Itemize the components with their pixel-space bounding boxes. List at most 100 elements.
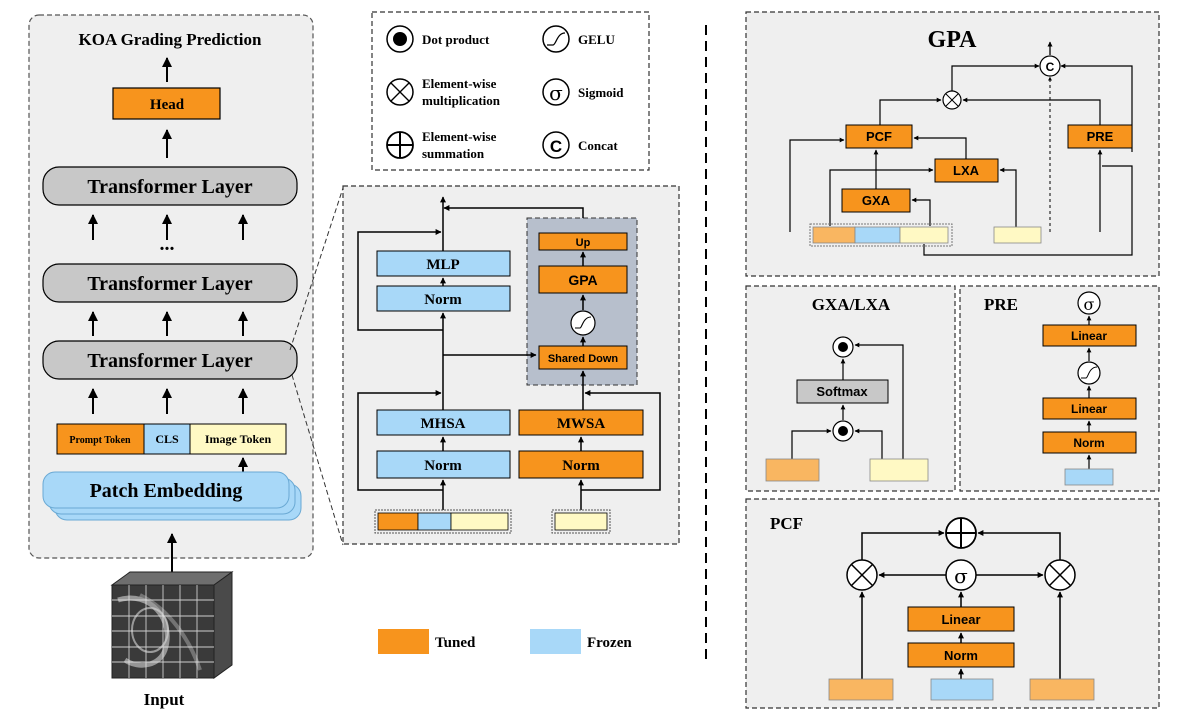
cls-box	[143, 423, 191, 455]
pre-sigmoid-symbol: σ	[1084, 295, 1095, 314]
pre-input-cls	[1064, 468, 1114, 486]
norm-top-box	[376, 285, 511, 312]
gxa-lxa-panel: GXA/LXA Softmax	[745, 285, 956, 492]
gpa-concat-symbol: C	[1046, 60, 1055, 74]
up-label: Up	[576, 237, 591, 249]
legend-gelu: GELU	[578, 32, 615, 47]
legend-mult-line1: Element-wise	[422, 76, 497, 91]
sigmoid-icon	[542, 78, 570, 106]
prediction-title: KOA Grading Prediction	[79, 30, 262, 49]
image-token-label: Image Token	[205, 432, 272, 446]
legend-frame	[371, 11, 650, 171]
legend-sigmoid: Sigmoid	[578, 85, 624, 100]
gpa-pre-box	[1067, 124, 1133, 149]
head-box	[112, 87, 221, 120]
norm-right-label: Norm	[562, 458, 600, 474]
gpa-title: GPA	[928, 27, 978, 53]
image-token-box	[189, 423, 287, 455]
frozen-swatch	[530, 629, 581, 654]
adapter-up-to-output	[443, 205, 584, 218]
gpa-token-image-right	[993, 226, 1042, 244]
zoom-line-top	[289, 187, 344, 351]
pcf-panel-title: PCF	[770, 514, 803, 533]
norm-bottom-label: Norm	[424, 458, 462, 474]
head-label: Head	[150, 97, 185, 113]
norm-top-label: Norm	[424, 292, 462, 308]
gxa-input-prompt	[765, 458, 820, 482]
mhsa-label: MHSA	[421, 416, 466, 432]
dot-product-icon-dot	[393, 32, 407, 46]
tuned-label: Tuned	[435, 635, 476, 651]
left-panel: KOA Grading Prediction Head Transformer …	[28, 14, 314, 572]
cls-label: CLS	[155, 432, 179, 446]
gpa-pre-label: PRE	[1087, 129, 1114, 144]
transformer-layer-bottom-label: Transformer Layer	[87, 350, 252, 372]
gpa-concat-icon	[1039, 55, 1061, 77]
zoom-line-bottom	[291, 374, 344, 546]
patch-embedding-label: Patch Embedding	[90, 480, 243, 502]
token-strip-right-frame	[551, 509, 611, 534]
up-box	[538, 232, 628, 251]
residual-mlp	[357, 229, 443, 331]
input-label: Input	[144, 690, 185, 709]
pcf-panel: PCF σ Linear Norm	[745, 498, 1160, 709]
concat-symbol: C	[550, 137, 562, 156]
token-prompt	[377, 512, 419, 531]
mwsa-box	[518, 409, 644, 436]
pre-panel: PRE σ Linear Linear Norm	[959, 285, 1160, 492]
legend-sum-line2: summation	[422, 146, 485, 161]
legend-concat: Concat	[578, 138, 618, 153]
prompt-token-label: Prompt Token	[69, 435, 131, 446]
pre-norm-box	[1042, 431, 1137, 454]
pre-panel-title: PRE	[984, 295, 1018, 314]
gelu-curve	[547, 32, 566, 46]
token-strip-left-frame	[374, 509, 512, 534]
gpa-label: GPA	[568, 272, 597, 288]
arrows-row-3	[88, 388, 248, 414]
gpa-box	[538, 265, 628, 294]
arrows-row-1	[88, 214, 248, 240]
pcf-input-prompt-right	[1029, 678, 1095, 701]
mwsa-label: MWSA	[557, 416, 606, 432]
pcf-linear-label: Linear	[941, 612, 980, 627]
patch-embedding-box	[42, 471, 290, 509]
norm-right-box	[518, 450, 644, 479]
gxa-panel-title: GXA/LXA	[812, 295, 891, 314]
pre-linear-top-label: Linear	[1071, 329, 1107, 343]
transformer-layer-mid	[42, 263, 298, 303]
softmax-label: Softmax	[816, 384, 868, 399]
gpa-token-cls	[854, 226, 901, 244]
pcf-sigmoid-symbol: σ	[954, 564, 968, 588]
gpa-token-strip-frame	[809, 223, 953, 247]
pcf-linear-box	[907, 606, 1015, 632]
mhsa-box	[376, 409, 511, 436]
mlp-box	[376, 250, 511, 277]
concat-icon	[542, 131, 570, 159]
ellipsis: ...	[160, 233, 175, 255]
gpa-panel: GPA C PCF PRE LXA GXA	[745, 11, 1160, 277]
shared-down-box	[538, 345, 628, 370]
pcf-norm-box	[907, 642, 1015, 668]
pre-norm-label: Norm	[1073, 436, 1104, 450]
transformer-layer-top-label: Transformer Layer	[87, 176, 252, 198]
color-legend: Tuned Frozen	[378, 629, 632, 654]
pcf-input-prompt	[828, 678, 894, 701]
adapter-detail-panel: MLP Norm MHSA Norm Up GPA Shared Down MW…	[342, 185, 680, 545]
gpa-lxa-label: LXA	[953, 163, 980, 178]
pre-sigmoid-icon	[1077, 291, 1101, 315]
transformer-layer-bottom	[42, 340, 298, 380]
token-cls	[417, 512, 452, 531]
frozen-label: Frozen	[587, 635, 632, 651]
legend-dot-product: Dot product	[422, 32, 490, 47]
shared-down-label: Shared Down	[548, 353, 619, 365]
token-image	[450, 512, 509, 531]
symbol-legend: Dot product GELU Element-wise multiplica…	[371, 11, 650, 171]
arrows-row-2	[88, 311, 248, 336]
pre-panel-frame	[959, 285, 1160, 492]
legend-sum-line1: Element-wise	[422, 129, 497, 144]
gpa-token-image	[899, 226, 949, 244]
input-mri-volume	[110, 571, 234, 679]
gpa-pcf-label: PCF	[866, 129, 892, 144]
tuned-swatch	[378, 629, 429, 654]
